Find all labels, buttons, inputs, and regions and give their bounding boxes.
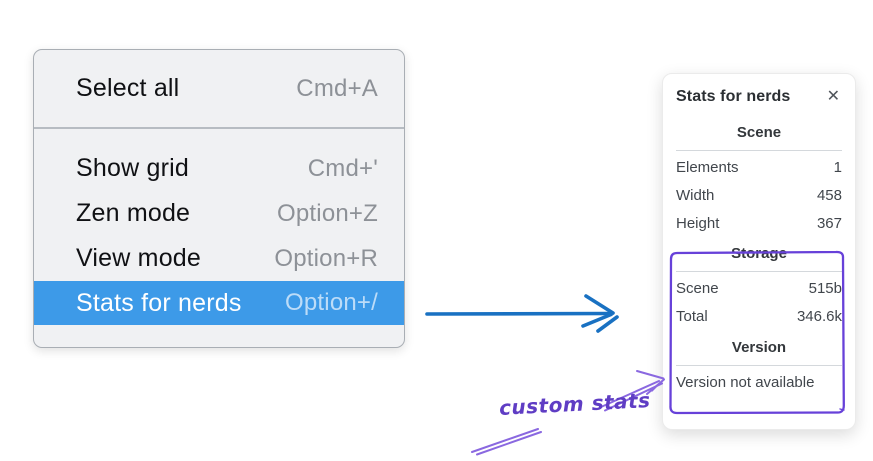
menu-item-shortcut: Option+/ — [285, 289, 378, 316]
section-divider — [676, 150, 842, 151]
menu-item-shortcut: Cmd+A — [296, 74, 378, 102]
menu-item-label: Select all — [76, 74, 180, 102]
stats-section-storage: Storage Scene 515b Total 346.6k — [676, 242, 842, 331]
stats-panel-title: Stats for nerds — [676, 88, 791, 105]
menu-divider — [34, 127, 404, 129]
stats-section-scene: Scene Elements 1 Width 458 Height 367 — [676, 121, 842, 238]
stat-row-elements: Elements 1 — [676, 154, 842, 182]
menu-item-view-mode[interactable]: View mode Option+R — [34, 236, 404, 281]
section-divider — [676, 271, 842, 272]
stat-label: Width — [676, 187, 715, 204]
stat-value: 367 — [816, 215, 842, 232]
menu-item-label: Zen mode — [76, 199, 191, 227]
menu-item-label: Show grid — [76, 154, 189, 182]
annotation-label: custom stats — [498, 388, 652, 420]
menu-item-shortcut: Cmd+' — [307, 154, 378, 182]
stat-value: 458 — [816, 187, 842, 204]
stat-label: Scene — [676, 280, 719, 297]
section-heading: Version — [731, 339, 787, 356]
version-note: Version not available — [676, 374, 815, 391]
menu-item-shortcut: Option+R — [274, 244, 378, 272]
context-menu: Select all Cmd+A Show grid Cmd+' Zen mod… — [33, 49, 405, 348]
stat-label: Height — [676, 215, 720, 232]
stat-value: 346.6k — [796, 308, 842, 325]
close-icon[interactable]: ✕ — [826, 88, 840, 105]
section-heading: Storage — [731, 245, 787, 262]
stats-panel: Stats for nerds ✕ Scene Elements 1 Width… — [662, 73, 856, 430]
menu-item-show-grid[interactable]: Show grid Cmd+' — [34, 146, 404, 191]
section-heading: Scene — [736, 124, 782, 141]
menu-item-stats-for-nerds[interactable]: Stats for nerds Option+/ — [34, 281, 404, 325]
menu-item-label: Stats for nerds — [76, 288, 242, 317]
menu-item-shortcut: Option+Z — [277, 199, 378, 227]
stat-value: 1 — [833, 159, 842, 176]
stat-value: 515b — [808, 280, 842, 297]
stat-row-total-size: Total 346.6k — [676, 303, 842, 331]
stat-row-width: Width 458 — [676, 182, 842, 210]
menu-group: Show grid Cmd+' Zen mode Option+Z View m… — [34, 129, 404, 325]
section-divider — [676, 365, 842, 366]
menu-item-zen-mode[interactable]: Zen mode Option+Z — [34, 191, 404, 236]
stat-row-scene-size: Scene 515b — [676, 275, 842, 303]
stat-row-height: Height 367 — [676, 210, 842, 238]
stats-panel-header: Stats for nerds ✕ — [676, 88, 842, 106]
stat-label: Elements — [676, 159, 739, 176]
menu-item-label: View mode — [76, 244, 202, 272]
stats-section-version: Version Version not available — [676, 336, 842, 397]
flow-arrow — [425, 294, 619, 333]
stat-label: Total — [676, 308, 708, 325]
menu-item-select-all[interactable]: Select all Cmd+A — [34, 50, 404, 127]
